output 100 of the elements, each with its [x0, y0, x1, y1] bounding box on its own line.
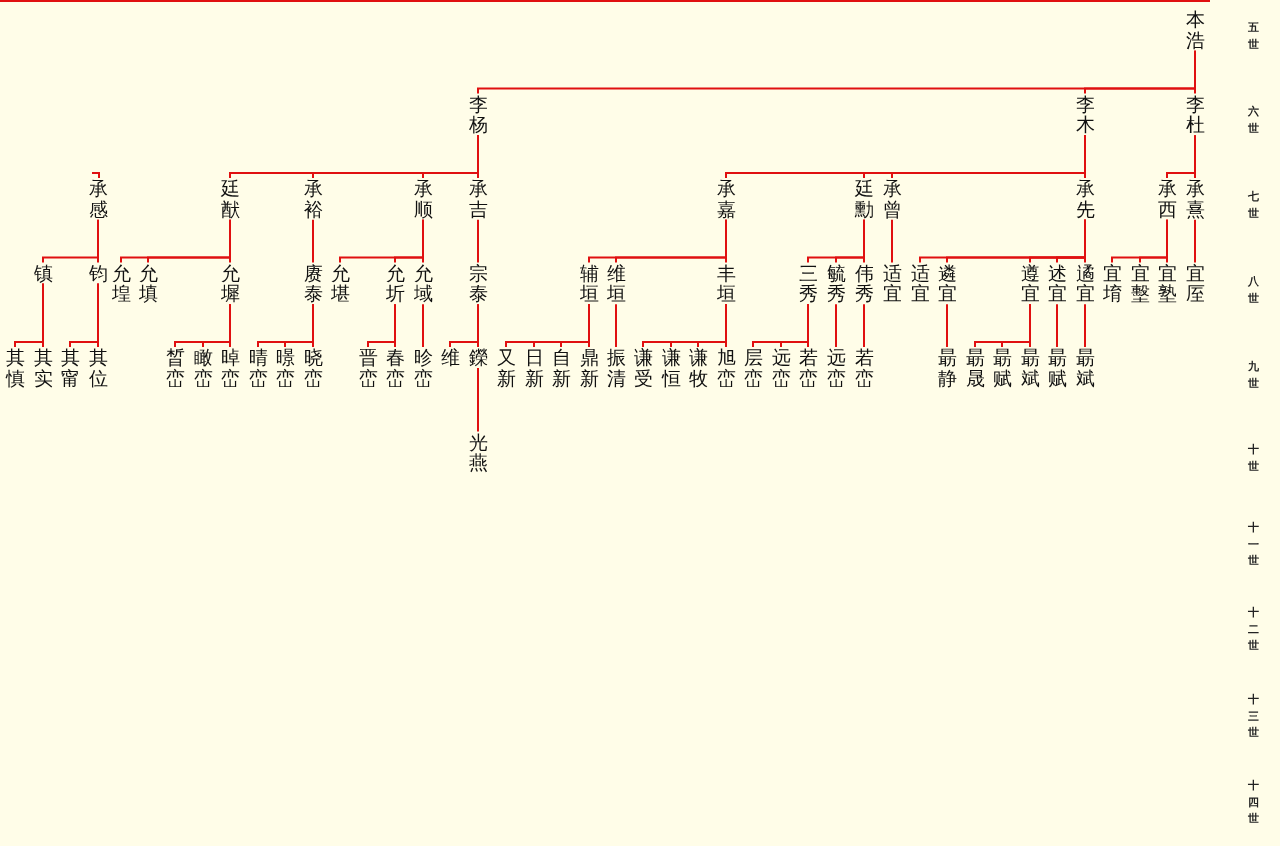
- lineage-line: [725, 303, 727, 348]
- lineage-line: [1166, 218, 1168, 264]
- person-name: 廷勳: [854, 178, 874, 220]
- person-name: 其实: [33, 347, 53, 389]
- lineage-line: [891, 218, 893, 264]
- person-name: 远峦: [771, 347, 791, 389]
- generation-label: 十一世: [1248, 520, 1259, 569]
- generation-label: 七世: [1248, 189, 1259, 222]
- generation-label: 五世: [1248, 20, 1259, 53]
- person-name: 允填: [138, 262, 158, 305]
- person-name: 鼎新: [579, 347, 599, 389]
- person-name: 谦恒: [661, 347, 681, 389]
- lineage-line: [312, 303, 314, 348]
- person-name: 振清: [606, 347, 626, 389]
- person-name: 遵宜: [1020, 262, 1040, 305]
- person-name: 廷猷: [220, 178, 240, 220]
- generation-label: 十四世: [1248, 778, 1259, 827]
- person-name: 朂斌: [1020, 347, 1040, 389]
- person-name: 朂赋: [992, 347, 1012, 389]
- person-name: 又新: [496, 347, 516, 389]
- person-name: 适宜: [910, 262, 930, 305]
- person-name: 光燕: [468, 431, 488, 474]
- lineage-line: [863, 218, 865, 264]
- person-name: 承裕: [303, 178, 323, 220]
- person-name: 宜堉: [1102, 262, 1122, 305]
- lineage-line: [97, 282, 99, 348]
- person-name: 丰垣: [716, 262, 736, 305]
- generation-label: 十三世: [1248, 692, 1259, 741]
- person-name: 承西: [1157, 178, 1177, 220]
- person-name: 李木: [1075, 93, 1095, 136]
- person-name: 晳峦: [165, 347, 185, 389]
- lineage-line: [422, 218, 424, 264]
- lineage-line: [615, 303, 617, 348]
- person-name: 遹宜: [1075, 262, 1095, 305]
- person-name: 晋峦: [358, 347, 378, 389]
- generation-label: 六世: [1248, 104, 1259, 137]
- person-name: 宜塾: [1157, 262, 1177, 305]
- lineage-line: [588, 303, 590, 348]
- lineage-line: [1056, 303, 1058, 348]
- person-name: 李杨: [468, 93, 488, 136]
- person-name: 晓峦: [303, 347, 323, 389]
- lineage-line: [394, 303, 396, 348]
- person-name: 承先: [1075, 178, 1095, 220]
- person-name: 朂晟: [965, 347, 985, 389]
- person-name: 承感: [88, 178, 108, 220]
- person-name: 鑅: [468, 347, 488, 368]
- generation-label: 九世: [1248, 359, 1259, 392]
- lineage-line: [1084, 218, 1086, 264]
- person-name: 承嘉: [716, 178, 736, 220]
- person-name: 远峦: [826, 347, 846, 389]
- lineage-line: [725, 218, 727, 264]
- lineage-line: [835, 303, 837, 348]
- lineage-line: [1194, 218, 1196, 264]
- person-name: 允域: [413, 262, 433, 305]
- lineage-line: [863, 303, 865, 348]
- person-name: 本浩: [1185, 9, 1205, 51]
- lineage-line: [1194, 49, 1196, 95]
- person-name: 赓泰: [303, 262, 323, 305]
- lineage-line: [312, 218, 314, 264]
- person-name: 暻峦: [275, 347, 295, 389]
- person-name: 辅垣: [579, 262, 599, 305]
- generation-label: 八世: [1248, 274, 1259, 307]
- person-name: 允堪: [330, 262, 350, 305]
- person-name: 宜厔: [1185, 262, 1205, 305]
- lineage-line: [1194, 134, 1196, 179]
- lineage-line: [91, 172, 100, 179]
- person-name: 宗泰: [468, 262, 488, 305]
- person-name: 谦牧: [688, 347, 708, 389]
- lineage-line: [1084, 303, 1086, 348]
- person-name: 允墀: [220, 262, 240, 305]
- lineage-line: [42, 282, 44, 348]
- person-name: 旭峦: [716, 347, 736, 389]
- person-name: 李杜: [1185, 93, 1205, 136]
- person-name: 承熹: [1185, 178, 1205, 220]
- lineage-line: [477, 303, 479, 348]
- lineage-line: [97, 218, 99, 264]
- lineage-line: [1029, 303, 1031, 348]
- person-name: 其甯: [60, 347, 80, 389]
- person-name: 朂赋: [1047, 347, 1067, 389]
- person-name: 维垣: [606, 262, 626, 305]
- person-name: 承顺: [413, 178, 433, 220]
- person-name: 钧: [88, 262, 108, 284]
- lineage-line: [477, 134, 479, 179]
- person-name: 伟秀: [854, 262, 874, 305]
- lineage-line: [477, 366, 479, 433]
- person-name: 承吉: [468, 178, 488, 220]
- person-name: 维: [440, 347, 460, 368]
- person-name: 其位: [88, 347, 108, 389]
- generation-label: 十二世: [1248, 605, 1259, 654]
- person-name: 昣峦: [413, 347, 433, 389]
- person-name: 遴宜: [937, 262, 957, 305]
- person-name: 自新: [551, 347, 571, 389]
- person-name: 晫峦: [220, 347, 240, 389]
- generation-label: 十世: [1248, 442, 1259, 475]
- lineage-line: [946, 303, 948, 348]
- person-name: 述宜: [1047, 262, 1067, 305]
- person-name: 朂静: [937, 347, 957, 389]
- person-name: 日新: [524, 347, 544, 389]
- lineage-line: [807, 303, 809, 348]
- lineage-line: [229, 218, 231, 264]
